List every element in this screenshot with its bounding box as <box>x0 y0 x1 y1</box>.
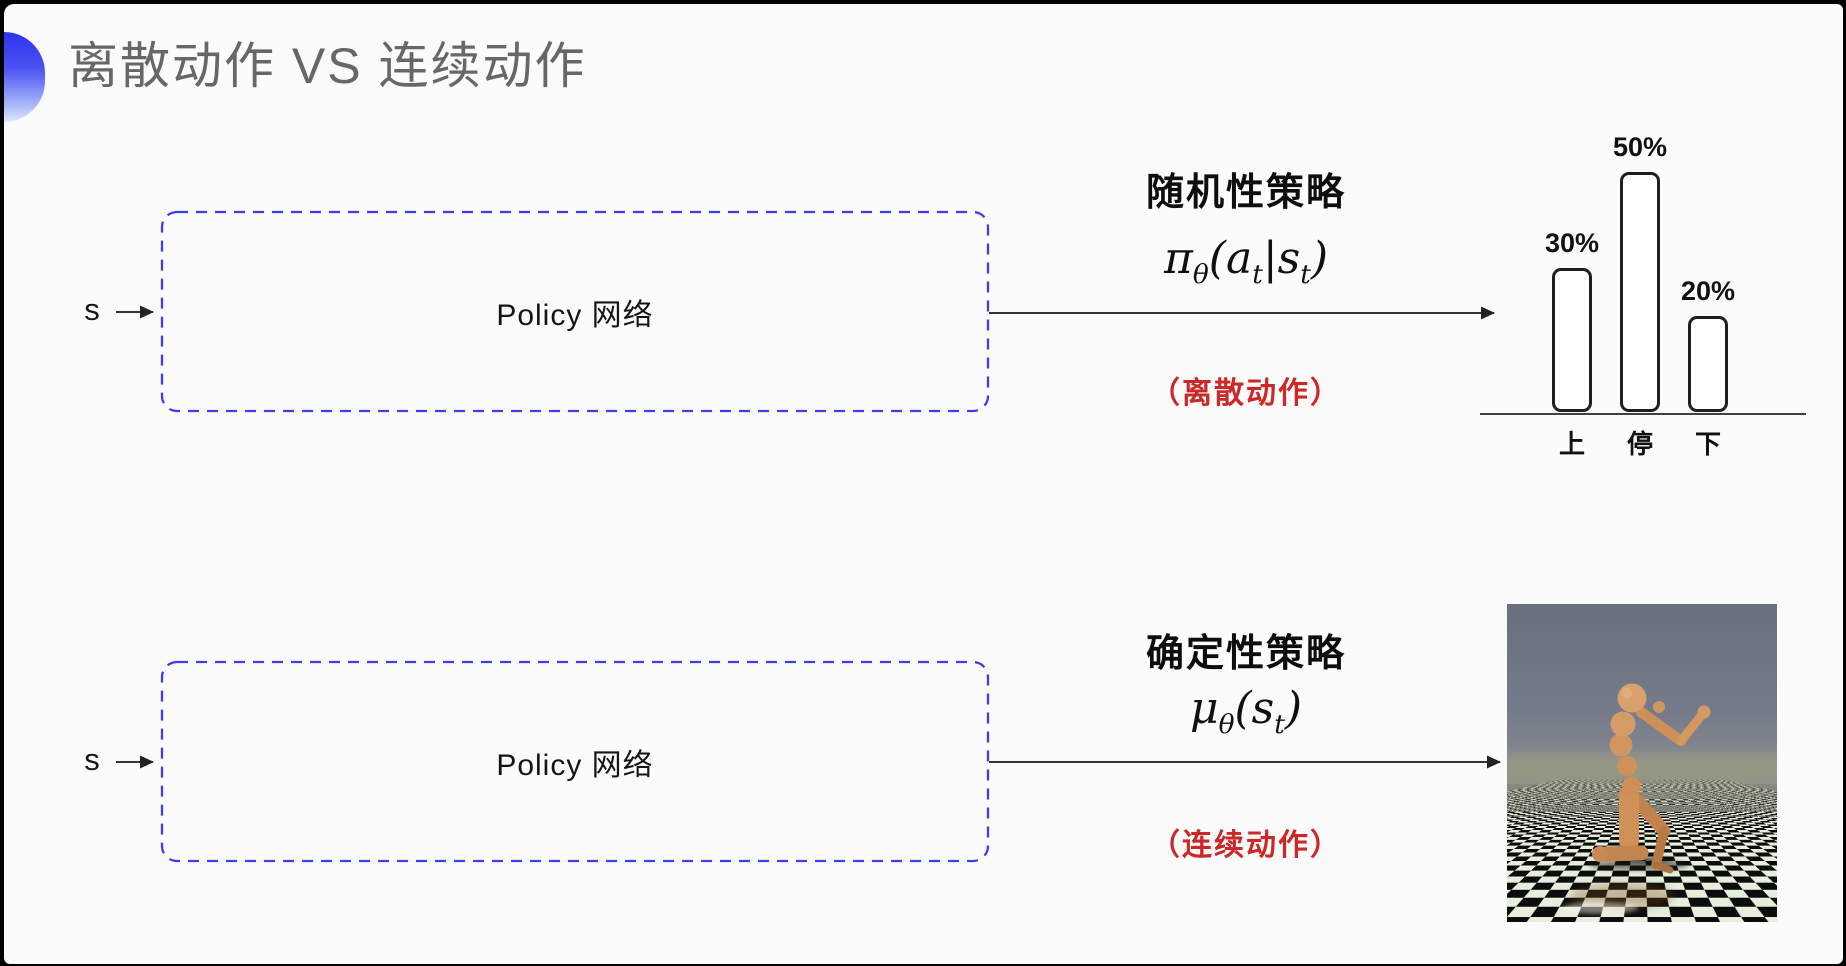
bar-停 <box>1620 172 1660 412</box>
bar-value-label: 30% <box>1544 228 1600 258</box>
policy-box-label-top: Policy 网络 <box>496 298 654 332</box>
chart-baseline <box>1480 413 1806 415</box>
bar-category-label: 下 <box>1694 429 1721 459</box>
state-input-label-bottom: s <box>84 742 100 777</box>
title-accent-icon <box>4 32 45 122</box>
formula-deterministic: μθ(st) <box>1189 683 1303 740</box>
bar-category-label: 上 <box>1558 429 1585 459</box>
policy-box-label-bottom: Policy 网络 <box>496 748 654 782</box>
bar-value-label: 50% <box>1612 132 1668 162</box>
humanoid-simulation-image <box>1507 604 1777 922</box>
policy-name-deterministic: 确定性策略 <box>1145 633 1346 675</box>
humanoid-robot <box>1562 683 1711 914</box>
state-input-label-top: s <box>84 292 100 327</box>
action-type-continuous: （连续动作） <box>1150 829 1342 862</box>
action-bar-chart: 30% 上 50% 停 20% 下 <box>1480 114 1810 459</box>
formula-stochastic: πθ(at|st) <box>1163 233 1329 290</box>
slide: 离散动作 VS 连续动作 s Policy 网络 随机性策略 πθ(at|st)… <box>4 4 1843 964</box>
bar-上 <box>1552 268 1592 412</box>
page-title: 离散动作 VS 连续动作 <box>68 38 587 94</box>
bar-category-label: 停 <box>1626 429 1653 459</box>
policy-name-stochastic: 随机性策略 <box>1145 172 1346 214</box>
action-type-discrete: （离散动作） <box>1150 377 1342 410</box>
bar-下 <box>1688 316 1728 412</box>
bar-value-label: 20% <box>1680 276 1736 306</box>
